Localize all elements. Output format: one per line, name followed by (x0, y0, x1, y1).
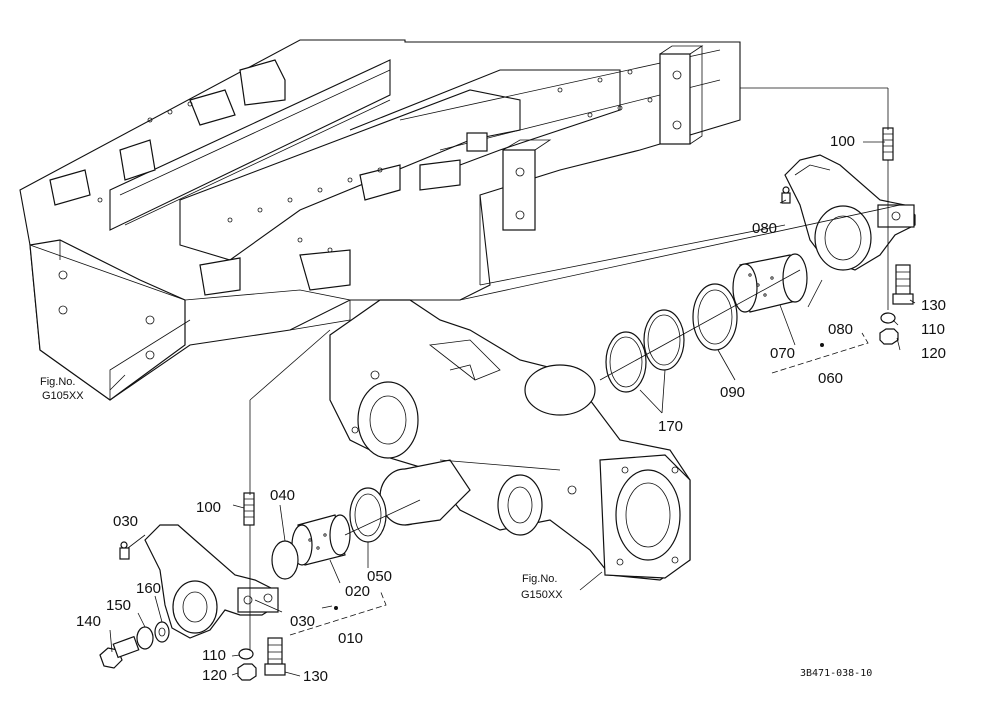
callout-160: 160 (136, 580, 161, 597)
figure-reference-g105: Fig.No. G105XX (40, 376, 84, 402)
callout-090: 090 (720, 384, 745, 401)
washer-160-inner (158, 627, 166, 637)
grease-nipple-080-right (781, 186, 791, 204)
callout-010: 010 (338, 630, 363, 647)
callout-170: 170 (658, 418, 683, 435)
callout-050: 050 (367, 568, 392, 585)
rear-support-bracket (784, 154, 916, 271)
callout-120-left: 120 (202, 667, 227, 684)
callout-060: 060 (818, 370, 843, 387)
grease-nipple-030 (119, 541, 130, 560)
fig-ref-line2: G150XX (521, 589, 563, 601)
callout-070: 070 (770, 345, 795, 362)
o-ring-170-a-inner (647, 314, 681, 366)
callout-080-right-lower: 080 (828, 321, 853, 338)
washer-110-left (238, 648, 254, 660)
assembly-bracket-010 (289, 589, 387, 636)
leader-lines (109, 87, 916, 677)
fig-ref-line1: Fig.No. (522, 573, 557, 585)
figure-reference-g150: Fig.No. G150XX (521, 573, 563, 601)
fig-ref-line1: Fig.No. (40, 376, 75, 388)
callout-110-left: 110 (202, 647, 226, 664)
callout-120-right: 120 (921, 345, 946, 362)
callout-020: 020 (345, 583, 370, 600)
stud-bolt-100-left (243, 492, 255, 526)
washer-160 (154, 621, 170, 643)
front-axle-housing (329, 299, 691, 581)
callout-110-right: 110 (921, 321, 945, 338)
seal-ring-090-inner (697, 289, 733, 345)
washer-150 (136, 626, 154, 650)
o-ring-170-b (605, 331, 647, 393)
bolt-130-left (264, 637, 286, 676)
o-ring-170-a (643, 309, 685, 371)
callout-030-left-upper: 030 (113, 513, 138, 530)
callout-100-left: 100 (196, 499, 221, 516)
bolt-130-right (892, 264, 914, 305)
o-ring-170-b-inner (609, 336, 643, 388)
nut-120-left (237, 663, 257, 681)
callout-040: 040 (270, 487, 295, 504)
fig-ref-line2: G105XX (42, 390, 84, 402)
callout-100-right: 100 (830, 133, 855, 150)
front-support-bracket (144, 524, 279, 639)
callout-150: 150 (106, 597, 131, 614)
callout-140: 140 (76, 613, 101, 630)
stud-bolt-100-right (882, 127, 894, 161)
tractor-frame-drawing (19, 39, 741, 401)
assembly-bracket-060 (771, 332, 869, 374)
seal-ring-050-inner (354, 493, 382, 537)
o-ring-040 (271, 540, 299, 580)
bushing-020 (291, 514, 351, 566)
callout-130-left: 130 (303, 668, 328, 685)
callout-030-left-lower: 030 (290, 613, 315, 630)
bushing-070 (732, 253, 808, 313)
nut-120-right (879, 328, 899, 345)
washer-110-right (880, 312, 896, 324)
callout-080-right-upper: 080 (752, 220, 777, 237)
bolt-140 (99, 635, 140, 669)
callout-130-right: 130 (921, 297, 946, 314)
drawing-code: 3B471-038-10 (800, 668, 872, 679)
